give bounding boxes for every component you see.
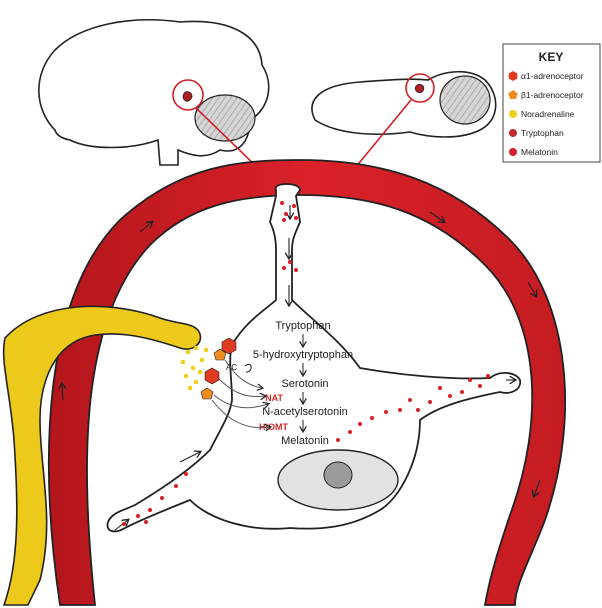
key-item-label: Noradrenaline <box>521 109 575 119</box>
noradrenaline-dot <box>194 380 199 385</box>
melatonin-dot <box>398 408 402 412</box>
rodent-pineal <box>415 84 424 92</box>
melatonin-dot <box>438 386 442 390</box>
melatonin-dot <box>408 398 412 402</box>
melatonin-dot <box>136 514 140 518</box>
noradrenaline-dot <box>198 370 203 375</box>
human-brain <box>39 20 269 168</box>
key-item-label: β1-adrenoceptor <box>521 90 584 100</box>
noradrenaline-particles <box>181 346 209 391</box>
noradrenaline-dot <box>204 348 209 353</box>
melatonin-dot <box>486 374 490 378</box>
melatonin-dot <box>428 400 432 404</box>
noradrenaline-dot <box>200 358 205 363</box>
melatonin-dot <box>184 472 188 476</box>
beta1-receptor <box>201 388 213 399</box>
noradrenaline-dot <box>194 346 199 351</box>
melatonin-dot <box>348 430 352 434</box>
noradrenaline-dot <box>184 374 189 379</box>
nerve-fiber <box>4 306 201 605</box>
human-cerebellum <box>195 95 255 141</box>
nucleolus <box>324 462 352 488</box>
process-arrow <box>180 452 200 462</box>
enzyme-hiomt: HIOMT <box>259 422 288 432</box>
human-pineal <box>183 92 192 102</box>
key-item-label: Tryptophan <box>521 128 564 138</box>
melatonin-dot <box>448 394 452 398</box>
pathway-step-5htp: 5-hydroxytryptophan <box>253 349 353 361</box>
melatonin-dot <box>294 216 298 220</box>
enzyme-nat: NAT <box>265 393 283 403</box>
pathway-step-serotonin: Serotonin <box>281 378 328 390</box>
melatonin-dot <box>292 204 296 208</box>
melatonin-dot <box>384 410 388 414</box>
pathway-step-tryptophan: Tryptophan <box>275 320 330 332</box>
key-swatch-circle <box>509 110 517 118</box>
melatonin-dot <box>370 416 374 420</box>
noradrenaline-dot <box>191 366 196 371</box>
melatonin-dot <box>460 390 464 394</box>
melatonin-dot <box>282 266 286 270</box>
key-title: KEY <box>539 50 564 64</box>
melatonin-dot <box>478 384 482 388</box>
key-item-label: Melatonin <box>521 147 558 157</box>
pathway-step-melatonin: Melatonin <box>281 435 329 447</box>
alpha1-receptor <box>205 368 219 384</box>
melatonin-dot <box>144 520 148 524</box>
melatonin-dot <box>284 212 288 216</box>
pathway-step-n-acetylserotonin: N-acetylserotonin <box>262 406 348 418</box>
key-swatch-circle <box>509 129 517 137</box>
melatonin-dot <box>280 201 284 205</box>
rodent-brain <box>312 72 496 168</box>
melatonin-dot <box>288 260 292 264</box>
noradrenaline-dot <box>186 350 191 355</box>
key-item-label: α1-adrenoceptor <box>521 71 584 81</box>
key-swatch-circle <box>509 148 517 156</box>
rodent-cerebellum <box>440 76 490 124</box>
noradrenaline-dot <box>181 360 186 365</box>
melatonin-dot <box>148 508 152 512</box>
melatonin-dot <box>174 484 178 488</box>
melatonin-dot <box>336 438 340 442</box>
melatonin-dot <box>358 422 362 426</box>
melatonin-dot <box>416 408 420 412</box>
melatonin-dot <box>294 268 298 272</box>
noradrenaline-dot <box>188 386 193 391</box>
sympathetic-nerve <box>4 306 201 605</box>
key-box: KEY α1-adrenoceptor β1-adrenoceptorNoradr… <box>503 44 600 162</box>
melatonin-dot <box>282 218 286 222</box>
melatonin-dot <box>160 496 164 500</box>
melatonin-dot <box>122 522 126 526</box>
melatonin-dot <box>468 378 472 382</box>
